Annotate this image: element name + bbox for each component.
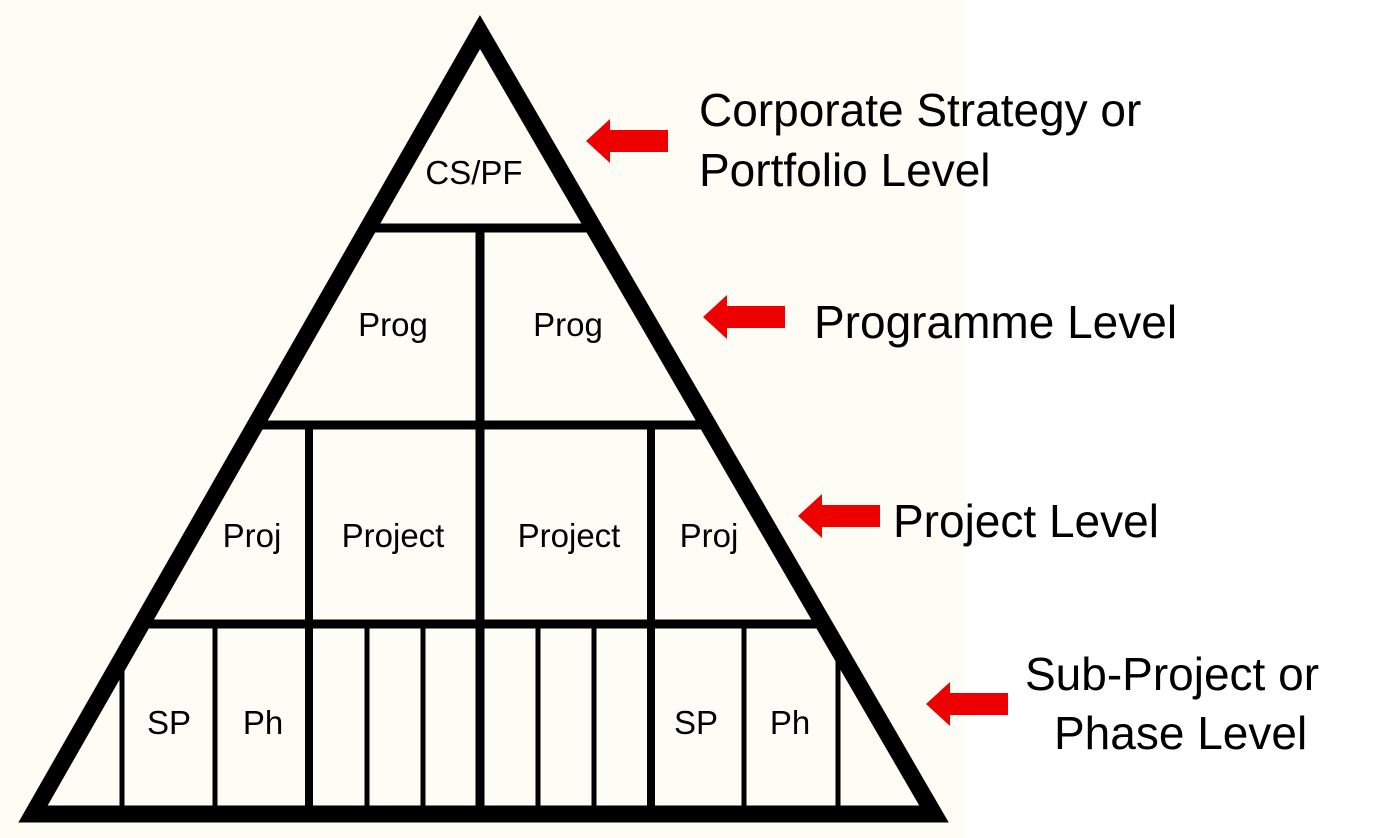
pyramid-lines xyxy=(18,14,949,823)
left-arrow-icon xyxy=(703,295,785,339)
project-label-1: Proj xyxy=(223,517,282,554)
left-arrow-icon xyxy=(798,494,880,538)
programme-label-2: Prog xyxy=(533,306,603,343)
left-arrow-icon xyxy=(926,682,1008,726)
project-label-4: Proj xyxy=(680,517,739,554)
phase-label-1: Ph xyxy=(243,704,283,741)
sub-project-label-2: SP xyxy=(674,704,718,741)
level-label-programme: Programme Level xyxy=(814,296,1177,348)
level-arrows xyxy=(586,119,1008,726)
level-label-line: Programme Level xyxy=(814,296,1177,348)
apex-label: CS/PF xyxy=(425,154,522,191)
project-label-2: Project xyxy=(342,517,445,554)
programme-label-1: Prog xyxy=(358,306,428,343)
level-label-line: Phase Level xyxy=(1054,707,1307,759)
level-label-project: Project Level xyxy=(893,495,1159,547)
level-label-line: Portfolio Level xyxy=(699,144,991,196)
level-label-sub-project: Sub-Project or Phase Level xyxy=(1025,648,1332,759)
level-label-line: Sub-Project or xyxy=(1025,648,1319,700)
level-labels: Corporate Strategy or Portfolio Level Pr… xyxy=(699,84,1332,759)
sub-project-label-1: SP xyxy=(147,704,191,741)
level-label-line: Corporate Strategy or xyxy=(699,84,1141,136)
phase-label-2: Ph xyxy=(770,704,810,741)
left-arrow-icon xyxy=(586,119,668,163)
level-label-line: Project Level xyxy=(893,495,1159,547)
pyramid-cell-labels: CS/PF Prog Prog Proj Project Project Pro… xyxy=(147,154,810,741)
project-label-3: Project xyxy=(518,517,621,554)
level-label-portfolio: Corporate Strategy or Portfolio Level xyxy=(699,84,1154,196)
